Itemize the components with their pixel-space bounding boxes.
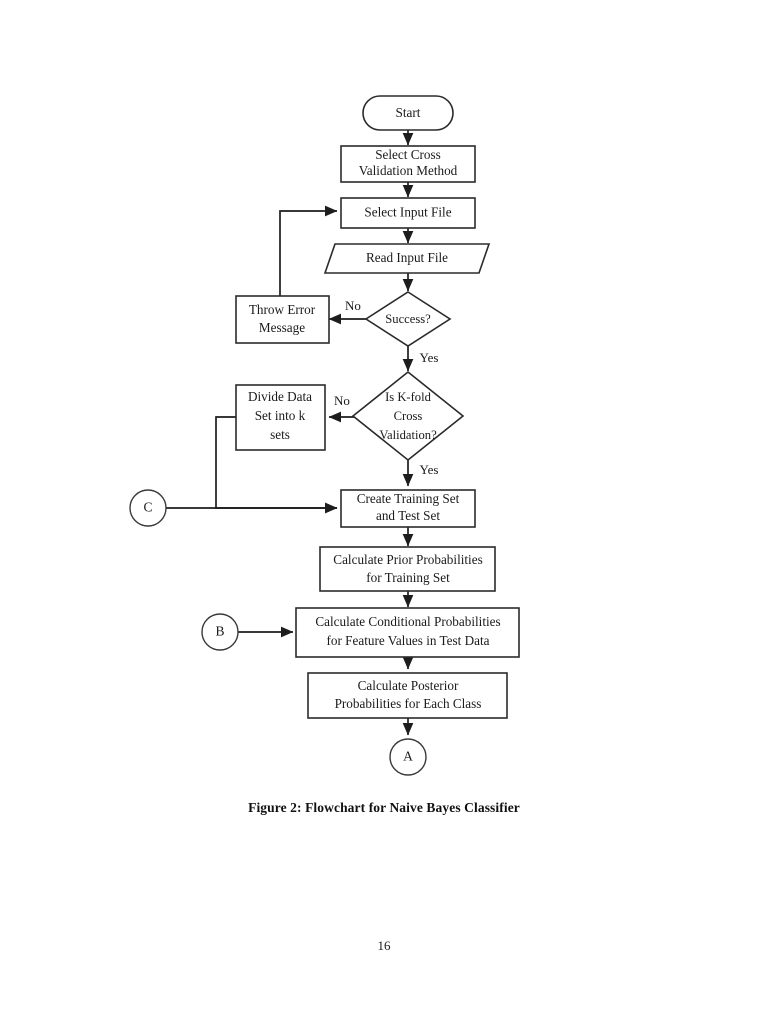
node-success-decision[interactable]: Success? xyxy=(364,291,452,347)
node-read-input-file[interactable]: Read Input File xyxy=(323,243,491,274)
flowchart-canvas: Start Select Cross Validation Method Sel… xyxy=(129,95,520,776)
read-input-file-shape xyxy=(323,243,491,274)
edge-label-kfold-no: No xyxy=(334,393,350,408)
connector-b-label: B xyxy=(215,624,224,639)
posterior-probabilities-shape xyxy=(307,672,508,719)
prior-probabilities-shape xyxy=(319,546,496,592)
divide-data-line2: Set into k xyxy=(255,408,306,423)
start-label: Start xyxy=(396,105,421,120)
create-training-set-line2: and Test Set xyxy=(376,508,440,523)
node-connector-c[interactable]: C xyxy=(129,489,167,527)
node-posterior-probabilities[interactable]: Calculate Posterior Probabilities for Ea… xyxy=(307,672,508,719)
select-input-file-label: Select Input File xyxy=(364,205,451,220)
success-decision-shape xyxy=(364,291,452,347)
prior-probabilities-line1: Calculate Prior Probabilities xyxy=(333,552,482,567)
conditional-probabilities-line2: for Feature Values in Test Data xyxy=(326,633,489,648)
throw-error-line2: Message xyxy=(259,320,305,335)
posterior-probabilities-line1: Calculate Posterior xyxy=(358,678,459,693)
node-divide-data[interactable]: Divide Data Set into k sets xyxy=(235,384,326,451)
success-decision-label: Success? xyxy=(385,312,431,326)
connector-b-shape xyxy=(201,613,239,651)
select-cross-validation-line1: Select Cross xyxy=(375,147,441,162)
figure-caption: Figure 2: Flowchart for Naive Bayes Clas… xyxy=(248,800,520,815)
prior-probabilities-line2: for Training Set xyxy=(366,570,450,585)
node-kfold-decision[interactable]: Is K-fold Cross Validation? xyxy=(351,370,465,462)
read-input-file-label: Read Input File xyxy=(366,250,448,265)
edge-label-kfold-yes: Yes xyxy=(420,462,439,477)
page-number: 16 xyxy=(377,938,391,953)
start-terminator-shape xyxy=(362,95,454,131)
conditional-probabilities-line1: Calculate Conditional Probabilities xyxy=(315,614,500,629)
node-prior-probabilities[interactable]: Calculate Prior Probabilities for Traini… xyxy=(319,546,496,592)
edge-label-success-yes: Yes xyxy=(420,350,439,365)
node-select-input-file[interactable]: Select Input File xyxy=(340,197,476,229)
node-throw-error[interactable]: Throw Error Message xyxy=(235,295,330,344)
create-training-set-shape xyxy=(340,489,476,528)
node-connector-b[interactable]: B xyxy=(201,613,239,651)
node-create-training-set[interactable]: Create Training Set and Test Set xyxy=(340,489,476,528)
select-input-file-shape xyxy=(340,197,476,229)
conditional-probabilities-shape xyxy=(295,607,520,658)
create-training-set-line1: Create Training Set xyxy=(357,491,460,506)
connector-c-shape xyxy=(129,489,167,527)
kfold-decision-line2: Cross xyxy=(394,409,423,423)
divide-data-line3: sets xyxy=(270,427,290,442)
node-connector-a[interactable]: A xyxy=(389,738,427,776)
edge-label-success-no: No xyxy=(345,298,361,313)
divide-data-shape xyxy=(235,384,326,451)
select-cross-validation-shape xyxy=(340,145,476,183)
posterior-probabilities-line2: Probabilities for Each Class xyxy=(335,696,482,711)
kfold-decision-line3: Validation? xyxy=(379,428,437,442)
kfold-decision-shape xyxy=(351,370,465,462)
node-start[interactable]: Start xyxy=(362,95,454,131)
kfold-decision-line1: Is K-fold xyxy=(385,390,432,404)
throw-error-shape xyxy=(235,295,330,344)
node-conditional-probabilities[interactable]: Calculate Conditional Probabilities for … xyxy=(295,607,520,658)
flow-edges xyxy=(166,130,414,736)
divide-data-line1: Divide Data xyxy=(248,389,312,404)
throw-error-line1: Throw Error xyxy=(249,302,316,317)
edge-throw-error-to-select-input xyxy=(279,205,338,296)
select-cross-validation-line2: Validation Method xyxy=(359,163,458,178)
connector-c-label: C xyxy=(143,500,152,515)
connector-a-label: A xyxy=(403,749,413,764)
connector-a-shape xyxy=(389,738,427,776)
node-select-cross-validation[interactable]: Select Cross Validation Method xyxy=(340,145,476,183)
